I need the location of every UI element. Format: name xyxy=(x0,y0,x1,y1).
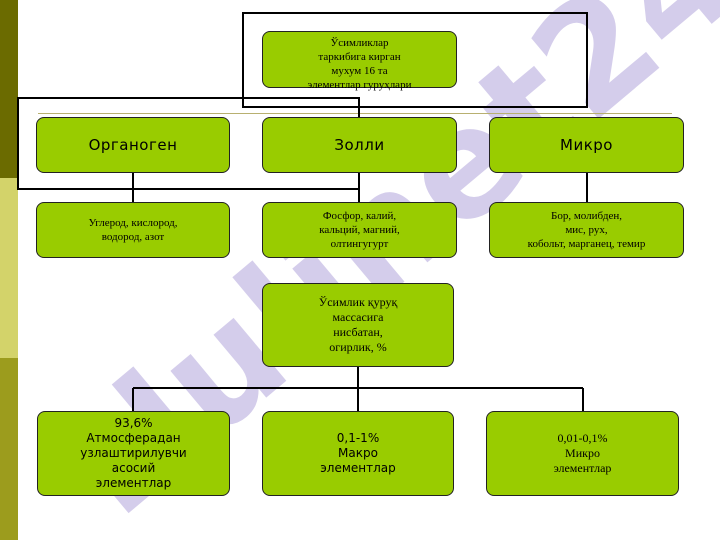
mikro-elements-box: Бор, молибден, мис, рух, кобольт, марган… xyxy=(489,202,684,258)
sidebar-band-top xyxy=(0,0,18,178)
macro-elements-box: 0,1-1% Макро элементлар xyxy=(262,411,454,496)
group-mikro-box: Микро xyxy=(489,117,684,173)
group-organogen-box: Органоген xyxy=(36,117,230,173)
dry-mass-box: Ўсимлик қуруқ массасига нисбатан, огирли… xyxy=(262,283,454,367)
basic-elements-box: 93,6% Атмосферадан узлаштирилувчи асосий… xyxy=(37,411,230,496)
micro-elements-box: 0,01-0,1% Микро элементлар xyxy=(486,411,679,496)
zolli-elements-box: Фосфор, калий, кальций, магний, олтингуг… xyxy=(262,202,457,258)
sidebar-band-middle xyxy=(0,178,18,358)
organogen-elements-box: Углерод, кислород, водород, азот xyxy=(36,202,230,258)
elements-groups-box: Ўсимликлар таркибига кирган мухум 16 та … xyxy=(262,31,457,91)
group-zolli-box: Золли xyxy=(262,117,457,173)
title-underline xyxy=(38,113,672,114)
frame-top xyxy=(242,12,588,108)
sidebar-band-bottom xyxy=(0,358,18,540)
